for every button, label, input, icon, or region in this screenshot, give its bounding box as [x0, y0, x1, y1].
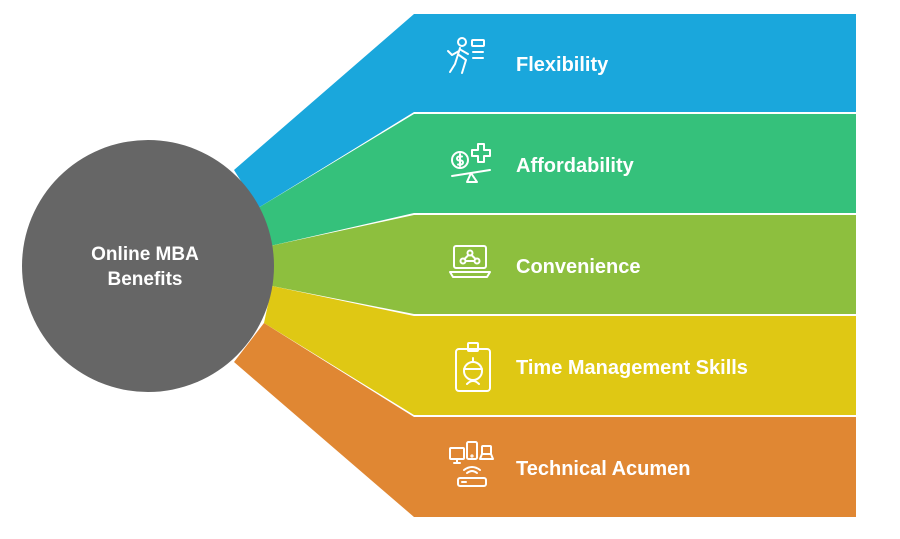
id-badge-icon	[455, 342, 491, 392]
band-flexibility-label: Flexibility	[516, 54, 609, 76]
band-flexibility: Flexibility	[234, 14, 856, 208]
band-affordability: Affordability	[258, 114, 856, 246]
band-technical-acumen-label: Technical Acumen	[516, 458, 691, 480]
laptop-network-icon	[449, 245, 491, 278]
band-convenience: Convenience	[270, 215, 856, 314]
devices-icon	[449, 441, 494, 487]
band-flexibility-shape	[234, 14, 856, 208]
band-convenience-label: Convenience	[516, 256, 640, 278]
band-time-management: Time Management Skills	[264, 286, 856, 415]
band-technical-acumen: Technical Acumen	[234, 323, 856, 517]
running-person-icon	[447, 37, 485, 74]
band-convenience-shape	[270, 215, 856, 314]
band-time-management-shape	[264, 286, 856, 415]
band-time-management-label: Time Management Skills	[516, 357, 748, 379]
band-technical-acumen-shape	[234, 323, 856, 517]
center-title-line-1: Online MBA	[91, 244, 199, 265]
band-affordability-shape	[258, 114, 856, 246]
dollar-balance-icon	[451, 143, 491, 183]
center-circle	[22, 140, 274, 392]
center-node: Online MBA Benefits	[22, 140, 274, 392]
center-title-line-2: Benefits	[108, 269, 183, 290]
band-affordability-label: Affordability	[516, 155, 635, 177]
